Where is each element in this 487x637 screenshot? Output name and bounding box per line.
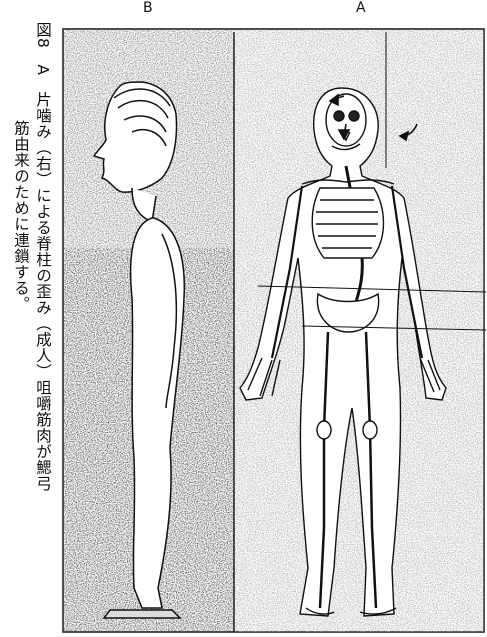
- panel-label-b: B: [143, 0, 153, 16]
- posture-illustration: [62, 28, 486, 634]
- figure-caption-column-2: 筋由来のために連鎖する。: [8, 120, 30, 312]
- figure-caption-column-1: 図8 A 片噛み（右）による脊柱の歪み（成人）咀嚼筋肉が鰓弓: [30, 22, 52, 491]
- panel-label-a: A: [356, 0, 366, 16]
- figure-illustration: [62, 28, 486, 634]
